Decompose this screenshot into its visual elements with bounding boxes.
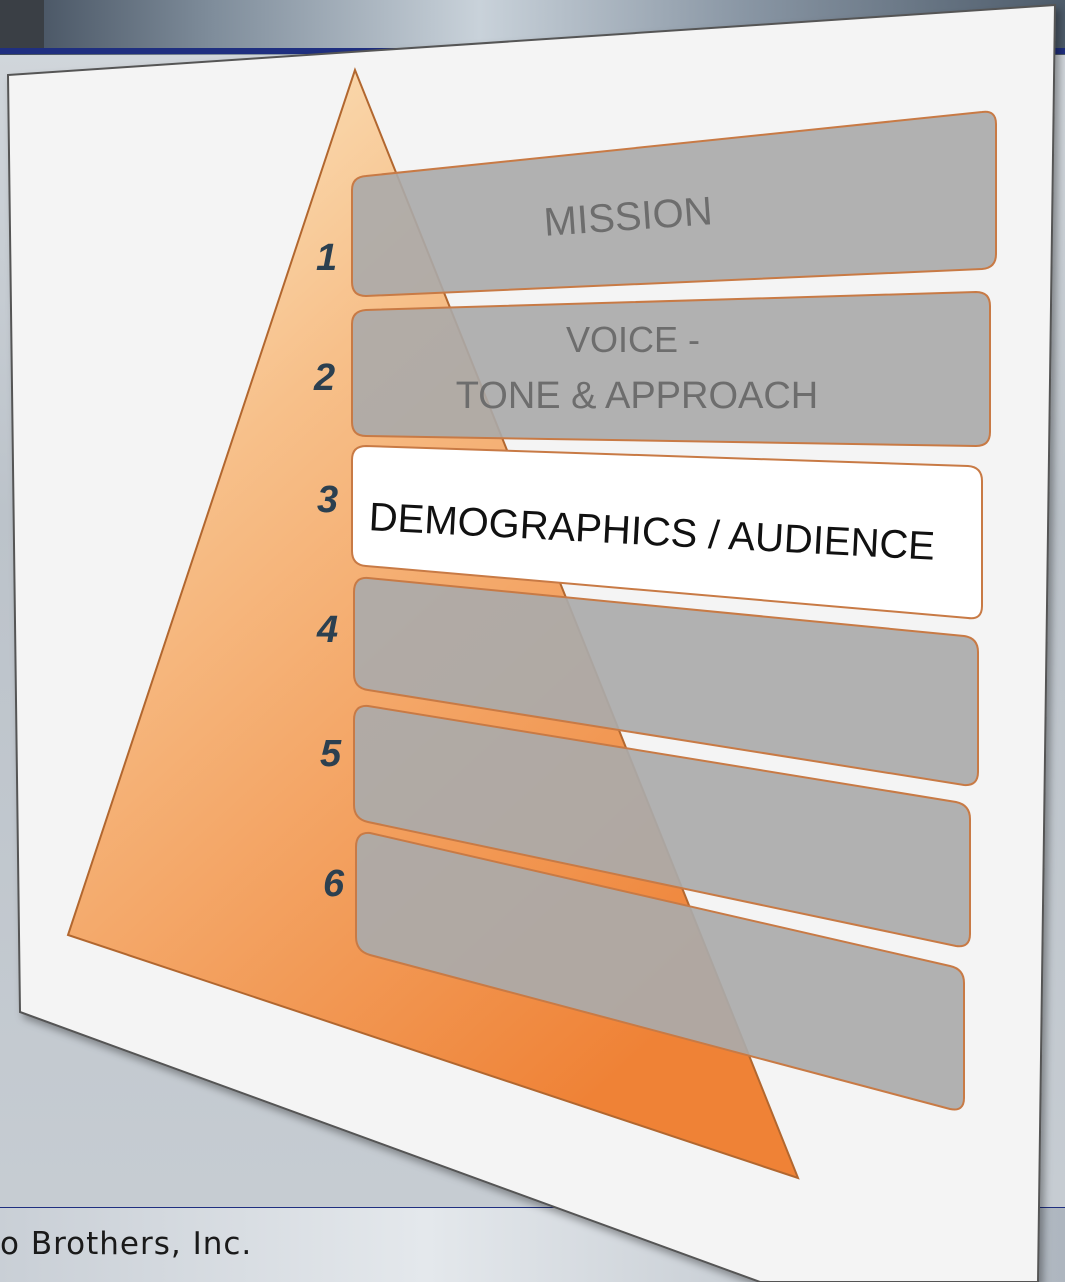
level-number-5: 5 [320,733,342,775]
level-number-3: 3 [317,479,338,521]
level-number-6: 6 [323,863,345,905]
level-bar-1: MISSION [351,110,997,298]
company-name: o Brothers, Inc. [0,1226,253,1262]
level-bar-3-highlighted: DEMOGRAPHICS / AUDIENCE [351,444,983,620]
level-number-1: 1 [316,237,337,279]
background-top-corner [0,0,44,48]
level-number-2: 2 [313,357,335,399]
level-bar-6 [355,831,965,1111]
level-number-4: 4 [316,609,338,651]
level-bar-2-line2: TONE & APPROACH [456,375,819,417]
level-bar-2: VOICE - TONE & APPROACH [351,290,991,448]
level-bar-5 [353,704,971,948]
level-bar-2-line1: VOICE - [566,319,700,360]
level-bar-4 [353,576,979,787]
